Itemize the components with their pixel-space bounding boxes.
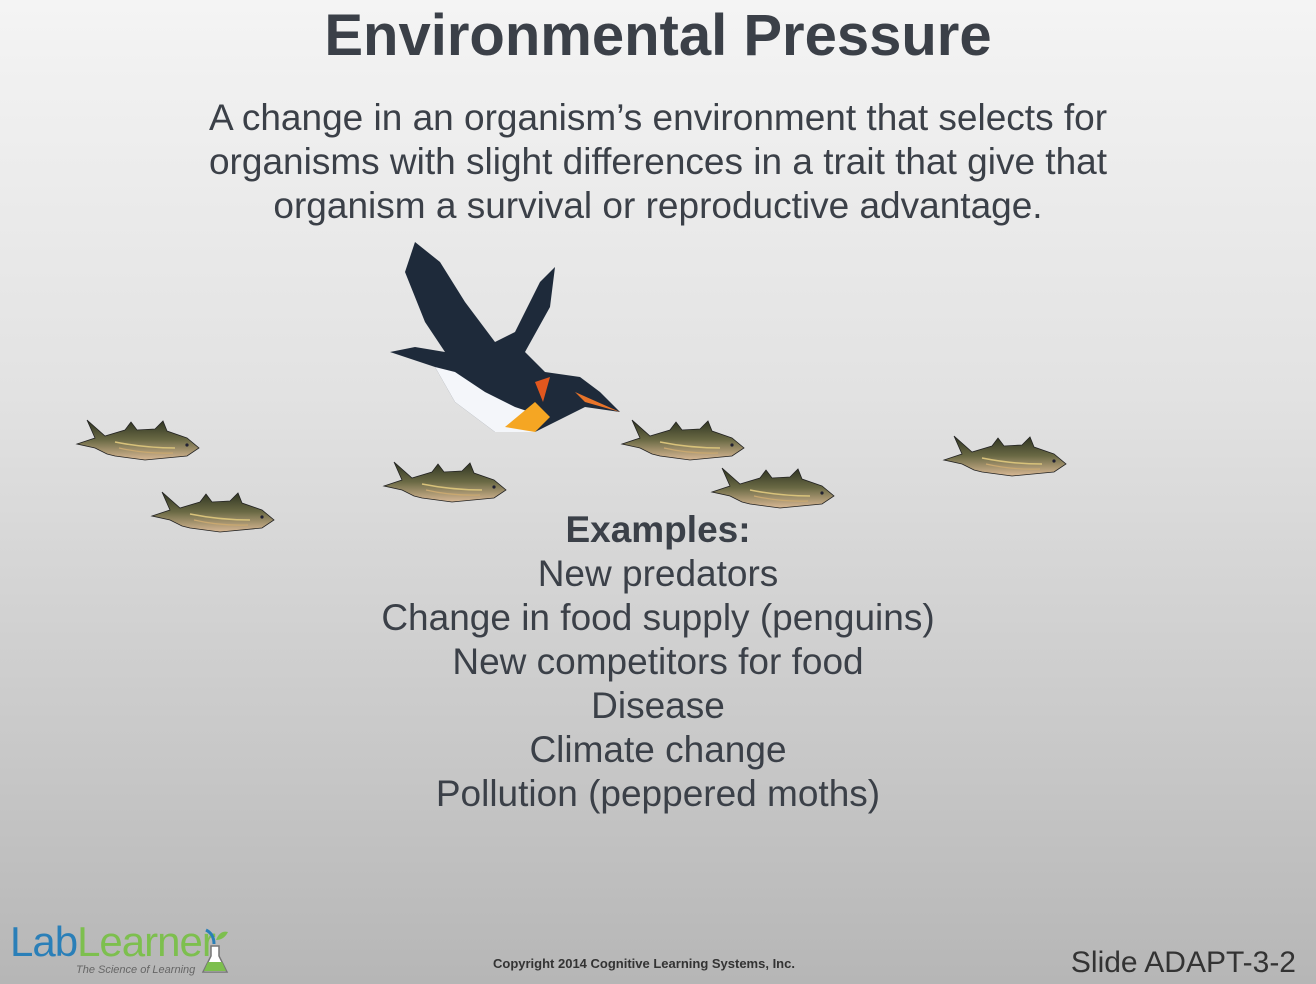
- example-item: Disease: [591, 685, 725, 726]
- fish: [75, 418, 201, 470]
- logo-tagline: The Science of Learning: [76, 964, 196, 976]
- definition-text: A change in an organism’s environment th…: [208, 97, 1108, 226]
- slide-id: Slide ADAPT-3-2: [1070, 946, 1296, 979]
- slide-title: Environmental Pressure: [324, 3, 992, 68]
- fish: [620, 418, 746, 470]
- logo-lab: Lab: [10, 918, 78, 965]
- example-item: Change in food supply (penguins): [381, 597, 935, 638]
- flask-icon: [201, 928, 229, 973]
- examples-list: Examples: New predators Change in food s…: [0, 508, 1316, 816]
- example-item: New predators: [537, 553, 779, 594]
- example-item: Climate change: [529, 729, 787, 770]
- examples-heading: Examples:: [565, 509, 751, 550]
- copyright-text: Copyright 2014 Cognitive Learning System…: [493, 956, 795, 971]
- penguin-illustration: [390, 242, 620, 432]
- fish: [942, 434, 1068, 486]
- example-item: New competitors for food: [452, 641, 864, 682]
- logo-learner: Learner: [77, 918, 216, 965]
- example-item: Pollution (peppered moths): [435, 773, 881, 814]
- lablearner-logo: LabLearner The Science of Learning: [10, 921, 240, 984]
- fish: [382, 460, 508, 512]
